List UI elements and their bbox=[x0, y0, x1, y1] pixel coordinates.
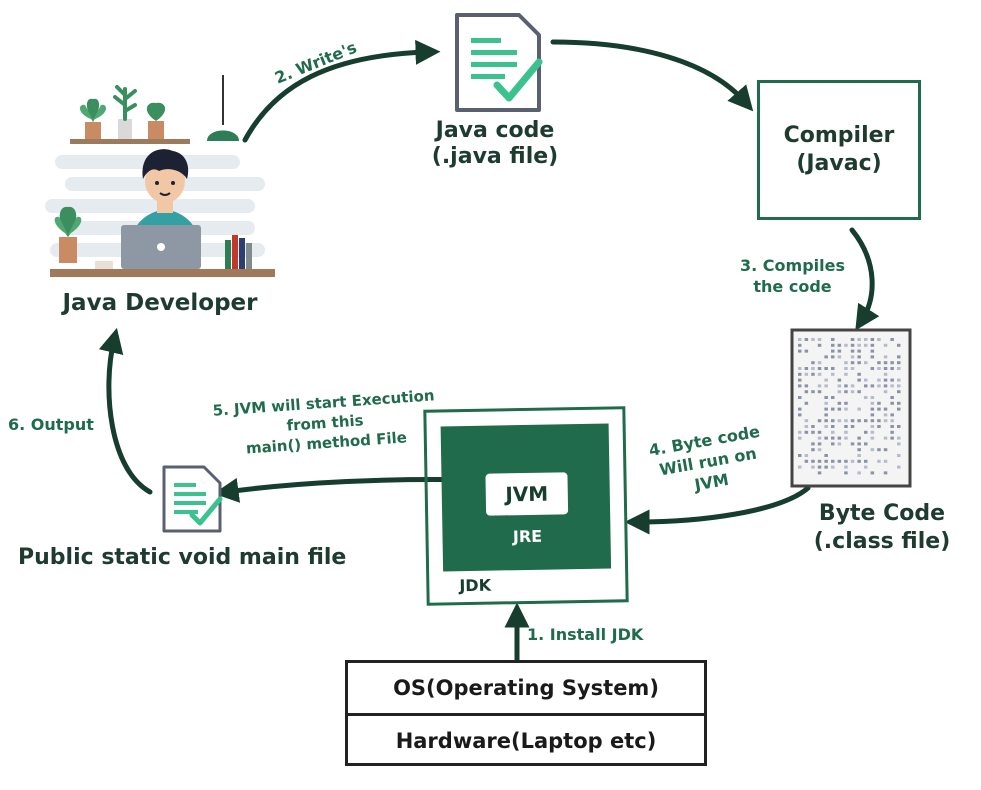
step-6-label: 6. Output bbox=[8, 415, 94, 434]
compiler-label-line2: (Javac) bbox=[796, 151, 882, 176]
byte-code-label-line2: (.class file) bbox=[813, 529, 951, 554]
arrow-write bbox=[242, 39, 441, 143]
main-file-label: Public static void main file bbox=[18, 545, 347, 570]
compiler-box: Compiler (Javac) bbox=[757, 80, 921, 220]
os-layer: OS(Operating System) bbox=[348, 663, 704, 716]
developer-label: Java Developer bbox=[62, 290, 258, 316]
os-hardware-stack: OS(Operating System) Hardware(Laptop etc… bbox=[345, 660, 707, 766]
main-file-document-icon bbox=[162, 465, 223, 533]
java-code-label: Java code (.java file) bbox=[400, 118, 590, 170]
java-code-label-line2: (.java file) bbox=[431, 144, 559, 169]
byte-code-label: Byte Code (.class file) bbox=[792, 500, 972, 556]
step-3-label: 3. Compiles the code bbox=[735, 255, 850, 297]
arrow-run-on-jvm bbox=[624, 485, 811, 535]
java-code-label-line1: Java code bbox=[435, 118, 555, 143]
arrow-to-compiler bbox=[550, 39, 754, 112]
byte-code-label-line1: Byte Code bbox=[818, 501, 946, 526]
compiler-label-line1: Compiler bbox=[783, 123, 895, 148]
arrow-output bbox=[98, 327, 153, 495]
step-3-label-line2: the code bbox=[753, 277, 832, 296]
bytecode-document-icon bbox=[790, 328, 912, 488]
jvm-box: JVM bbox=[485, 472, 569, 516]
step-1-label: 1. Install JDK bbox=[527, 625, 644, 644]
jdk-label: JDK bbox=[459, 575, 492, 596]
hardware-layer: Hardware(Laptop etc) bbox=[395, 729, 657, 753]
java-code-document-icon bbox=[455, 13, 543, 112]
arrow-compile bbox=[849, 227, 880, 331]
jre-label: JRE bbox=[512, 526, 543, 547]
jre-box: JVM JRE bbox=[440, 423, 612, 572]
step-3-label-line1: 3. Compiles bbox=[740, 256, 845, 275]
developer-illustration bbox=[45, 75, 275, 277]
bytecode-pattern bbox=[798, 338, 901, 475]
